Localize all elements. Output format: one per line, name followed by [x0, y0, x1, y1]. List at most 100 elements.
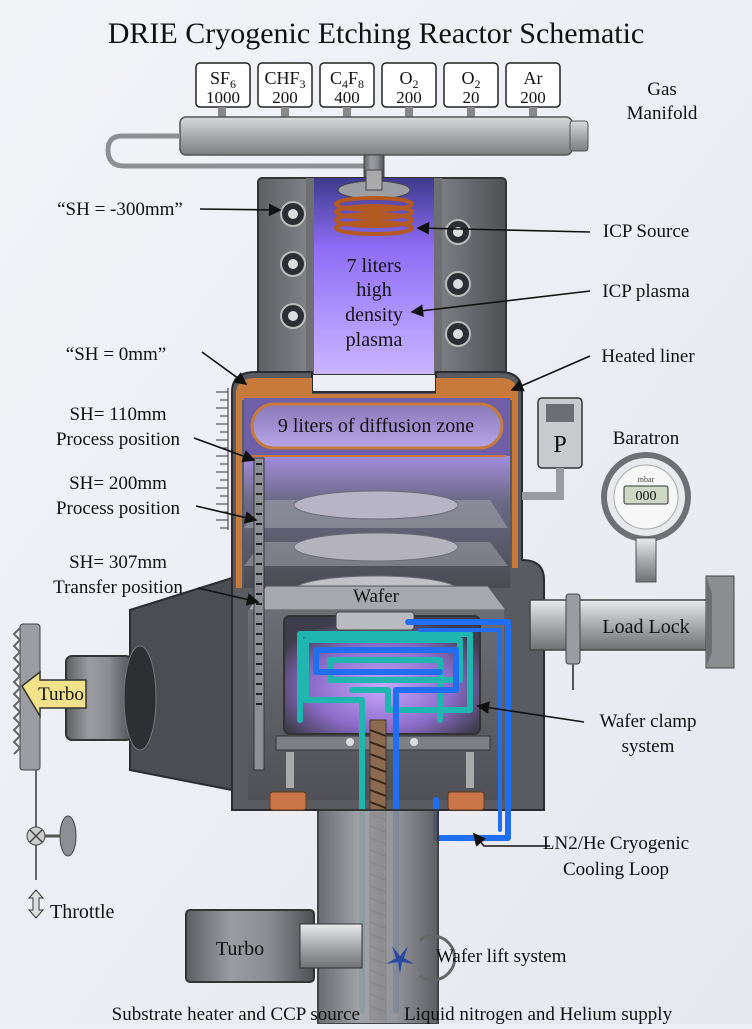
turbo-arrow-icon: [21, 670, 87, 719]
throttle-label: Throttle: [50, 901, 115, 923]
heated-liner-label: Heated liner: [601, 346, 695, 367]
ln-supply-label: Liquid nitrogen and Helium supply: [404, 1004, 673, 1024]
arrow-icp-plasma: [410, 290, 591, 318]
valve-stem-2: [281, 107, 289, 119]
sh307-label-1: SH= 307mm: [69, 552, 167, 573]
heated-liner-top: [236, 378, 518, 400]
turbo-side-label: Turbo: [38, 684, 84, 705]
side-turbo: Turbo: [12, 576, 233, 919]
gas-flow-3: 400: [334, 88, 360, 107]
wafer-lift-label: Wafer lift system: [436, 946, 567, 967]
substrate-label: Substrate heater and CCP source: [112, 1004, 360, 1024]
baratron-gauge: mbar 000: [601, 452, 691, 583]
plasma-label-1: 7 liters: [347, 255, 402, 277]
gas-flow-2: 200: [272, 88, 298, 107]
wafer-sh200: [293, 532, 459, 562]
gas-name-6: Ar: [524, 68, 543, 88]
helium-line-2: [297, 631, 473, 723]
valve-stem-5: [467, 107, 475, 119]
icp-wall-right: [434, 178, 442, 374]
heater-block-right: [447, 791, 485, 811]
arrow-wafer-clamp: [476, 701, 585, 723]
cooling-label-1: LN2/He Cryogenic: [543, 833, 689, 854]
gas-flow-5: 20: [463, 88, 480, 107]
cooling-label-2: Cooling Loop: [563, 859, 669, 880]
turbo-port: [123, 645, 157, 751]
plasma-label-2: high: [356, 279, 392, 301]
clamp-chuck: [335, 611, 415, 631]
sh110-label-1: SH= 110mm: [69, 404, 166, 425]
sh110-label-2: Process position: [56, 429, 181, 450]
arrow-sh200: [195, 505, 258, 524]
page-title: DRIE Cryogenic Etching Reactor Schematic: [108, 17, 645, 50]
plasma-label-3: density: [345, 304, 403, 326]
gas-boxes: SF6 CHF3 C4F8 O2 O2 Ar 1000 200 400 200 …: [195, 62, 561, 108]
valve-stem-1: [218, 107, 226, 119]
helium-line: [303, 637, 463, 1013]
support-right: [466, 752, 474, 788]
manifold-bar: [179, 116, 573, 156]
icp-source-label: ICP Source: [603, 221, 689, 242]
arrow-sh-zero: [201, 351, 248, 385]
ln2-return: [418, 628, 502, 832]
load-lock-flange: [565, 593, 581, 665]
pedestal-housing: [185, 809, 457, 1025]
arrow-sh110: [193, 437, 256, 463]
gas-flow-6: 200: [520, 88, 546, 107]
gas-name-4: O2: [400, 68, 419, 91]
wafer-label: Wafer: [353, 586, 400, 607]
gas-feed-line: [105, 133, 372, 169]
heated-liner-left: [236, 398, 242, 588]
icp-wall-left: [306, 178, 314, 374]
turbo-bottom-label: Turbo: [216, 938, 264, 960]
icp-feedthrough: [365, 169, 383, 191]
manifold-end-cap: [569, 120, 589, 152]
arrow-icp-source: [416, 221, 591, 235]
load-lock: [529, 575, 735, 690]
wafer-sh110: [293, 490, 459, 520]
gauge-reading: 000: [636, 489, 657, 504]
gas-name-2: CHF3: [264, 68, 305, 91]
coil-ports: [280, 201, 471, 347]
arrow-sh307: [197, 587, 260, 606]
sh307-label-2: Transfer position: [53, 577, 183, 598]
pressure-pipe: [522, 468, 564, 500]
baratron-label: Baratron: [613, 428, 680, 449]
sh-zero-label: “SH = 0mm”: [66, 344, 166, 365]
gas-flow-4: 200: [396, 88, 422, 107]
icp-plasma-label: ICP plasma: [602, 281, 690, 302]
throttle-handwheel[interactable]: [59, 815, 77, 857]
valve-stem-4: [405, 107, 413, 119]
gas-name-1: SF6: [210, 68, 236, 91]
manifold-label-1: Gas: [647, 79, 677, 100]
gas-name-5: O2: [462, 68, 481, 91]
load-lock-tube: [529, 599, 713, 651]
throttle-arrow-icon: [27, 889, 45, 919]
wafer-clamp-label-1: Wafer clamp: [599, 711, 696, 732]
sh200-label-1: SH= 200mm: [69, 473, 167, 494]
gauge-stem: [635, 537, 657, 583]
gauge-unit: mbar: [638, 475, 655, 484]
icp-coil: [334, 196, 414, 236]
sh200-label-2: Process position: [56, 498, 181, 519]
leader-arrows: [193, 203, 591, 847]
heated-liner-right: [512, 398, 518, 568]
pressure-p: P: [553, 432, 566, 458]
main-chamber: [231, 371, 545, 811]
manifold-label-2: Manifold: [627, 103, 698, 124]
pressure-sensor: P: [522, 397, 583, 500]
valve-stem-6: [529, 107, 537, 119]
diffusion-zone: [250, 402, 504, 450]
arrow-cooling: [472, 832, 550, 847]
gas-name-3: C4F8: [330, 68, 364, 91]
gas-manifold: [105, 107, 589, 178]
heater-block-left: [269, 791, 307, 811]
arrow-sh-minus300: [199, 203, 282, 217]
bottom-turbo-pipe: [299, 923, 363, 969]
sh-minus300-label: “SH = -300mm”: [57, 199, 183, 220]
support-left: [286, 752, 294, 788]
diffusion-label: 9 liters of diffusion zone: [278, 415, 474, 437]
height-ruler: [216, 388, 229, 530]
